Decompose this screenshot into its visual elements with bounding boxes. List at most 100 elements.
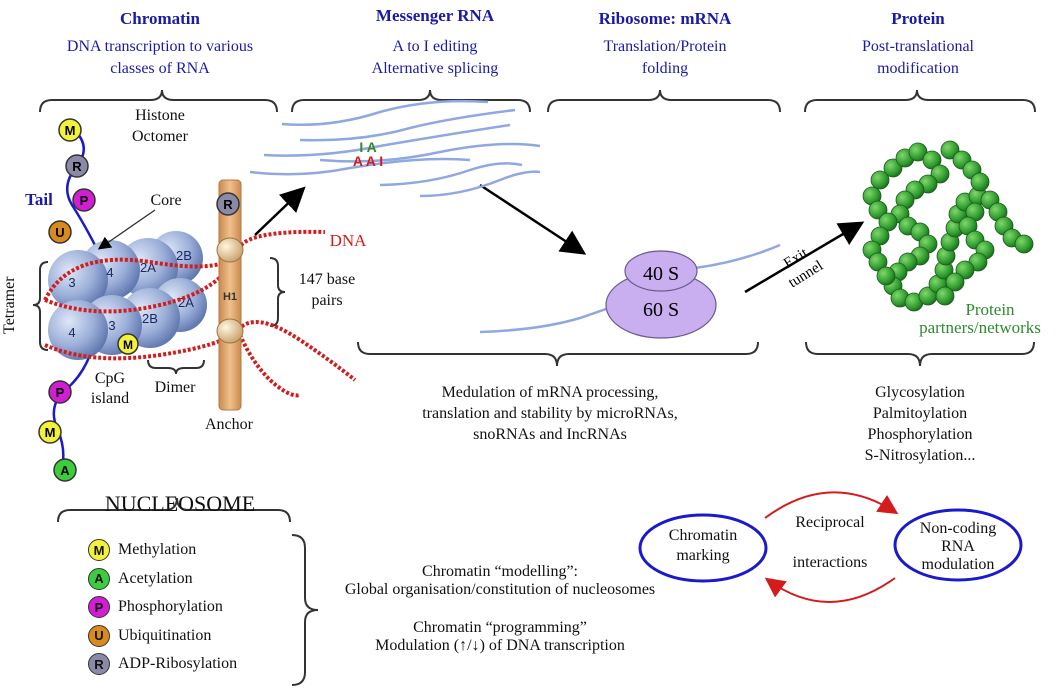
mrna-processing-caption-3: snoRNAs and IncRNAs bbox=[473, 426, 627, 443]
svg-text:M: M bbox=[65, 123, 76, 138]
editing-mark-top: I A bbox=[359, 139, 376, 155]
mrna-strand bbox=[263, 123, 511, 157]
protein-partners-label-1: Protein bbox=[965, 300, 1015, 319]
reciprocal-arrow-top bbox=[764, 491, 899, 519]
legend-label: ADP-Ribosylation bbox=[118, 655, 238, 672]
mrna-strand bbox=[299, 108, 516, 142]
brace-dimer bbox=[147, 359, 205, 375]
brace-ribosome bbox=[547, 89, 781, 113]
histone-label-1: Histone bbox=[135, 107, 185, 124]
tail-marker: U bbox=[48, 220, 72, 244]
histone-label: 2B bbox=[176, 248, 192, 263]
ncrna-modulation-label-1: Non-coding bbox=[919, 520, 997, 537]
dna-tail bbox=[236, 329, 301, 398]
anchor-bead bbox=[216, 237, 244, 263]
chromatin-marking-label-1: Chromatin bbox=[668, 527, 738, 544]
amino-acid-bead bbox=[922, 150, 942, 170]
brace-mrna bbox=[291, 89, 531, 113]
chromatin-marking-label-2: marking bbox=[676, 547, 730, 564]
amino-acid-bead bbox=[1014, 234, 1034, 254]
amino-acid-bead bbox=[878, 212, 898, 232]
protein-partners-label-2: partners/networks bbox=[919, 318, 1041, 337]
subtitle-mrna-2: Alternative splicing bbox=[371, 60, 499, 77]
anchor-bead bbox=[216, 318, 244, 344]
histone-label: 2B bbox=[142, 311, 158, 326]
amino-acid-bead bbox=[870, 226, 890, 246]
protein-chain bbox=[862, 140, 1034, 312]
amino-acid-bead bbox=[868, 252, 888, 272]
mrna-strand bbox=[249, 157, 471, 176]
svg-text:M: M bbox=[123, 338, 133, 352]
flow-arrow bbox=[479, 183, 587, 255]
brace-protein-mods bbox=[805, 341, 1035, 367]
protein-mod-item: S-Nitrosylation... bbox=[864, 447, 976, 464]
brace-nucleosome bbox=[57, 497, 291, 523]
amino-acid-bead bbox=[870, 170, 890, 190]
tail-marker: M bbox=[58, 118, 82, 142]
chromatin-marking-ellipse bbox=[638, 513, 768, 583]
histone-label: 3 bbox=[68, 275, 75, 290]
header-chromatin: Chromatin bbox=[120, 9, 200, 28]
histone-label: 3 bbox=[108, 318, 115, 333]
tail-marker: R bbox=[65, 154, 89, 178]
histone-sphere bbox=[48, 300, 108, 360]
subtitle-ribosome-2: folding bbox=[641, 60, 689, 77]
ncrna-modulation-label-3: modulation bbox=[921, 556, 995, 573]
histone-label: 4 bbox=[106, 265, 113, 280]
mrna-processing-caption-2: translation and stability by microRNAs, bbox=[422, 405, 678, 422]
brace-tetramer bbox=[32, 261, 49, 351]
subtitle-chromatin-2: classes of RNA bbox=[110, 60, 210, 77]
dna-wrap bbox=[43, 229, 326, 301]
mrna-strand bbox=[319, 142, 541, 163]
subtitle-mrna-1: A to I editing bbox=[392, 38, 478, 55]
legend-label: Acetylation bbox=[118, 569, 193, 587]
legend-label: Methylation bbox=[118, 541, 197, 558]
protein-mod-item: Palmitoylation bbox=[872, 405, 968, 422]
anchor-label: Anchor bbox=[205, 416, 253, 433]
tail-marker: M bbox=[38, 420, 62, 444]
svg-text:P: P bbox=[56, 385, 65, 400]
reciprocal-label-1: Reciprocal bbox=[795, 514, 865, 531]
ribosome-mrna-exit bbox=[694, 243, 781, 270]
ncrna-modulation-label-2: RNA bbox=[941, 538, 975, 555]
mrna-strand bbox=[281, 99, 489, 127]
svg-text:R: R bbox=[223, 197, 233, 212]
core-arrow bbox=[97, 209, 156, 250]
base-pairs-label-2: pairs bbox=[311, 292, 343, 309]
tail-marker: A bbox=[53, 458, 77, 482]
chromatin-modelling-label-2: Global organisation/constitution of nucl… bbox=[344, 581, 656, 598]
cpg-label-2: island bbox=[90, 390, 130, 407]
legend-label: Ubiquitination bbox=[118, 626, 212, 644]
subtitle-chromatin-1: DNA transcription to various bbox=[66, 38, 254, 55]
histone-label: 4 bbox=[68, 325, 75, 340]
brace-mrna-processing bbox=[357, 341, 759, 367]
legend-item: M Methylation bbox=[88, 538, 196, 562]
tail-marker: P bbox=[72, 188, 96, 212]
tetramer-label: Tetramer bbox=[0, 276, 18, 334]
core-label: Core bbox=[150, 192, 182, 209]
amino-acid-bead bbox=[970, 172, 990, 192]
legend-marker-icon: M bbox=[88, 539, 110, 561]
ribosome-40s-label: 40 S bbox=[643, 263, 679, 285]
amino-acid-bead bbox=[908, 142, 928, 162]
brace-chromatin bbox=[39, 89, 278, 113]
chromatin-programming-label-2: Modulation (↑/↓) of DNA transcription bbox=[375, 637, 625, 654]
svg-text:P: P bbox=[80, 193, 89, 208]
header-messenger-rna: Messenger RNA bbox=[375, 6, 495, 25]
chromatin-modelling-label-1: Chromatin “modelling”: bbox=[422, 563, 578, 580]
subtitle-protein-2: modification bbox=[877, 60, 959, 77]
legend-marker-icon: P bbox=[88, 596, 110, 618]
reciprocal-arrow-bottom bbox=[764, 577, 896, 603]
header-ribosome: Ribosome: mRNA bbox=[598, 9, 732, 28]
subtitle-protein-1: Post-translational bbox=[862, 38, 974, 55]
flow-arrow bbox=[744, 221, 865, 294]
ncrna-modulation-ellipse bbox=[893, 508, 1023, 582]
amino-acid-bead bbox=[945, 272, 965, 292]
tail-marker: P bbox=[48, 380, 72, 404]
brace-base-pairs bbox=[269, 257, 286, 327]
legend-label: Phosphorylation bbox=[118, 598, 223, 615]
